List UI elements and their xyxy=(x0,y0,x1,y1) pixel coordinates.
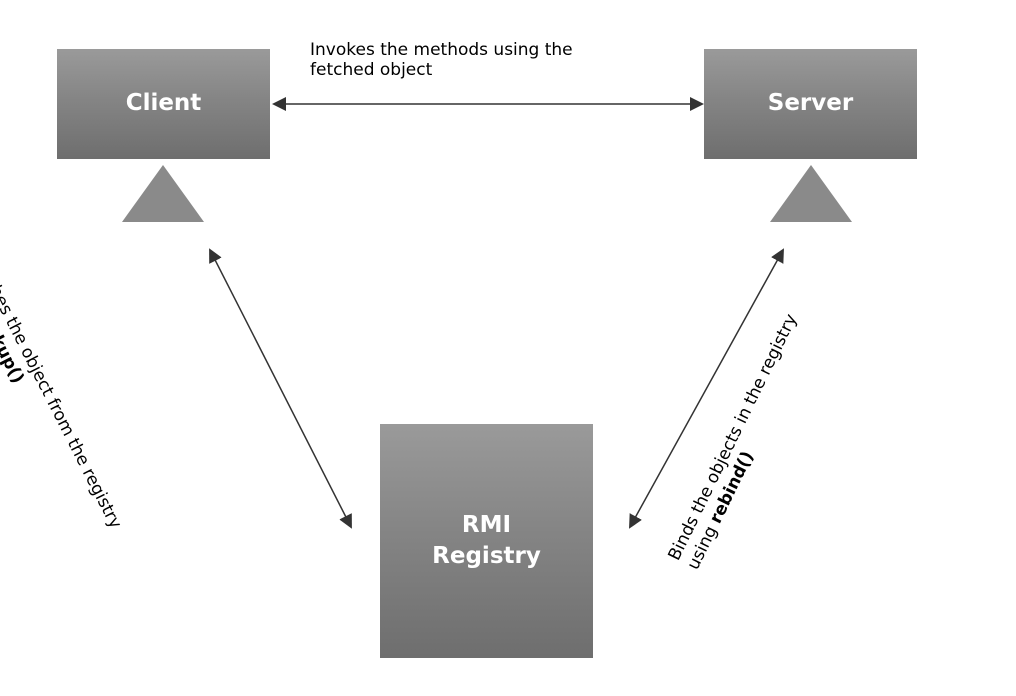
client-server-label-line2: fetched object xyxy=(310,60,433,81)
registry-label-line2: Registry xyxy=(432,543,541,569)
client-label: Client xyxy=(125,90,202,117)
client-triangle xyxy=(122,165,204,222)
client-server-label-line1: Invokes the methods using the xyxy=(310,40,573,60)
arrow-client-registry xyxy=(209,248,352,529)
client-server-edge-label: Invokes the methods using the fetched ob… xyxy=(310,40,573,81)
server-node: Server xyxy=(704,49,917,159)
registry-label-line1: RMI xyxy=(461,511,512,538)
rmi-registry-node: RMI Registry xyxy=(380,424,593,658)
server-label: Server xyxy=(767,90,854,117)
server-triangle xyxy=(770,165,852,222)
arrow-server-registry xyxy=(629,248,784,529)
client-node: Client xyxy=(57,49,270,159)
